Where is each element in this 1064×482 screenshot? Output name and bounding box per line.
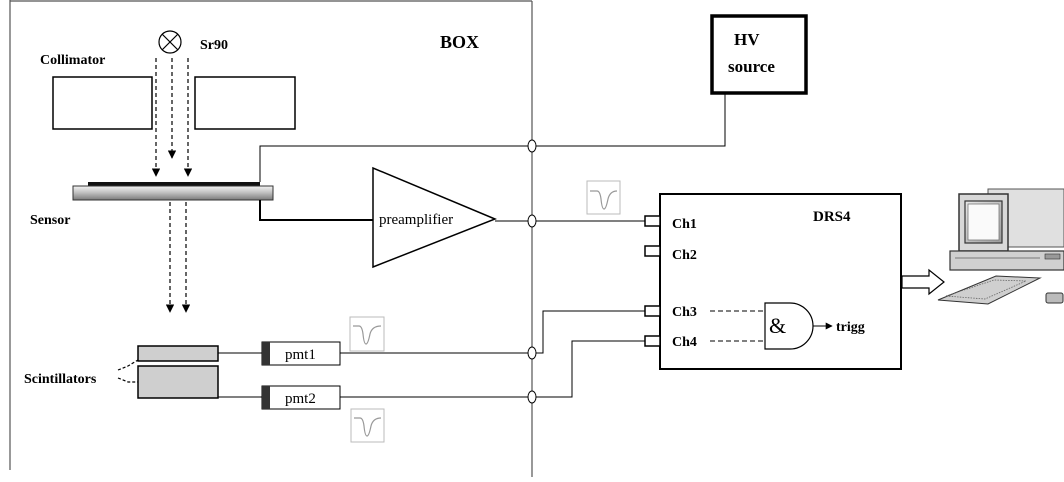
feedthrough-connectors <box>527 139 537 404</box>
ch3-label: Ch3 <box>672 305 697 320</box>
and-gate-symbol: & <box>769 313 786 338</box>
sensor-top-layer <box>88 182 260 186</box>
hv-label-line1: HV <box>734 30 760 49</box>
preamplifier-label: preamplifier <box>379 212 453 228</box>
scintillator-pointer-1 <box>117 359 139 371</box>
channel-connectors <box>644 215 661 347</box>
collimator-label: Collimator <box>40 53 105 68</box>
box-label: BOX <box>440 32 479 52</box>
output-arrow <box>901 268 945 296</box>
sensor-label: Sensor <box>30 213 70 228</box>
sensor-preamp-line <box>259 200 374 221</box>
preamplifier-triangle <box>372 166 497 269</box>
beam-arrows-bottom <box>165 202 191 313</box>
scintillators-label: Scintillators <box>24 372 97 387</box>
pmt1-ch3-line <box>340 310 645 354</box>
ch1-label: Ch1 <box>672 217 697 232</box>
pmt2-box <box>261 385 341 410</box>
ch4-label: Ch4 <box>672 335 697 350</box>
pulse-icon-pmt1 <box>349 316 385 352</box>
pmt1-label: pmt1 <box>285 347 316 363</box>
beam-arrows-top <box>151 58 193 177</box>
pulse-icon-ch1 <box>586 180 621 215</box>
computer-icon <box>937 188 1064 305</box>
sensor-bar <box>72 185 274 201</box>
scintillator-2 <box>137 365 219 399</box>
source-label: Sr90 <box>200 38 228 53</box>
drs4-label: DRS4 <box>813 209 851 225</box>
hv-label-line2: source <box>728 57 775 76</box>
pmt2-label: pmt2 <box>285 391 316 407</box>
pulse-icon-pmt2 <box>350 408 385 443</box>
trigg-label: trigg <box>836 320 865 335</box>
collimator-right-block <box>194 76 296 130</box>
collimator-left-block <box>52 76 153 130</box>
hv-source-box <box>710 14 808 95</box>
scintillator-1 <box>137 345 219 362</box>
hv-line <box>259 93 726 182</box>
pmt2-ch4-line <box>340 340 645 398</box>
scintillator-pointer-2 <box>117 377 138 383</box>
source-icon <box>158 30 182 54</box>
ch2-label: Ch2 <box>672 248 697 263</box>
and-gate <box>764 302 814 350</box>
